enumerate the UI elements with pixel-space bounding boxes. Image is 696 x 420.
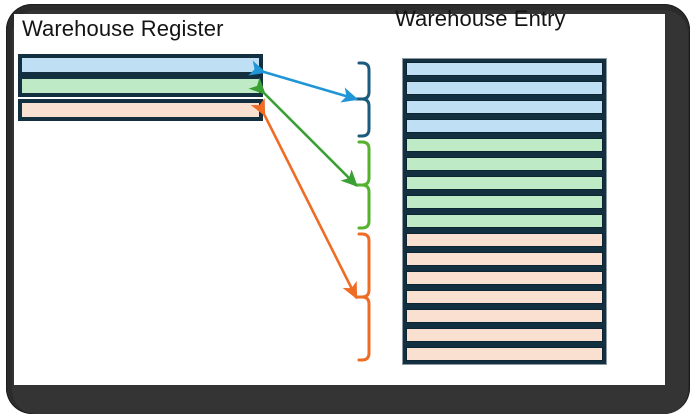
entry-row[interactable]: [406, 290, 603, 304]
entry-row[interactable]: [406, 309, 603, 323]
entry-row[interactable]: [406, 347, 603, 361]
entry-row[interactable]: [406, 81, 603, 95]
entry-row[interactable]: [406, 233, 603, 247]
warehouse-register-title: Warehouse Register: [22, 16, 224, 41]
register-bar-peach[interactable]: [21, 102, 260, 118]
entry-row[interactable]: [406, 195, 603, 209]
register-bar-blue[interactable]: [21, 57, 260, 73]
entry-row[interactable]: [406, 138, 603, 152]
entry-row[interactable]: [406, 328, 603, 342]
warehouse-entry-title: Warehouse Entry: [395, 6, 566, 31]
register-bar-green[interactable]: [21, 78, 260, 94]
entry-row[interactable]: [406, 100, 603, 114]
entry-row[interactable]: [406, 176, 603, 190]
entry-row[interactable]: [406, 214, 603, 228]
entry-row[interactable]: [406, 119, 603, 133]
warehouse-register-stack: [18, 54, 263, 121]
register-group-bottom: [18, 99, 263, 121]
register-group-top: [18, 54, 263, 97]
entry-row[interactable]: [406, 271, 603, 285]
entry-row[interactable]: [406, 62, 603, 76]
entry-row[interactable]: [406, 252, 603, 266]
warehouse-entry-stack: [402, 58, 607, 365]
entry-row[interactable]: [406, 157, 603, 171]
